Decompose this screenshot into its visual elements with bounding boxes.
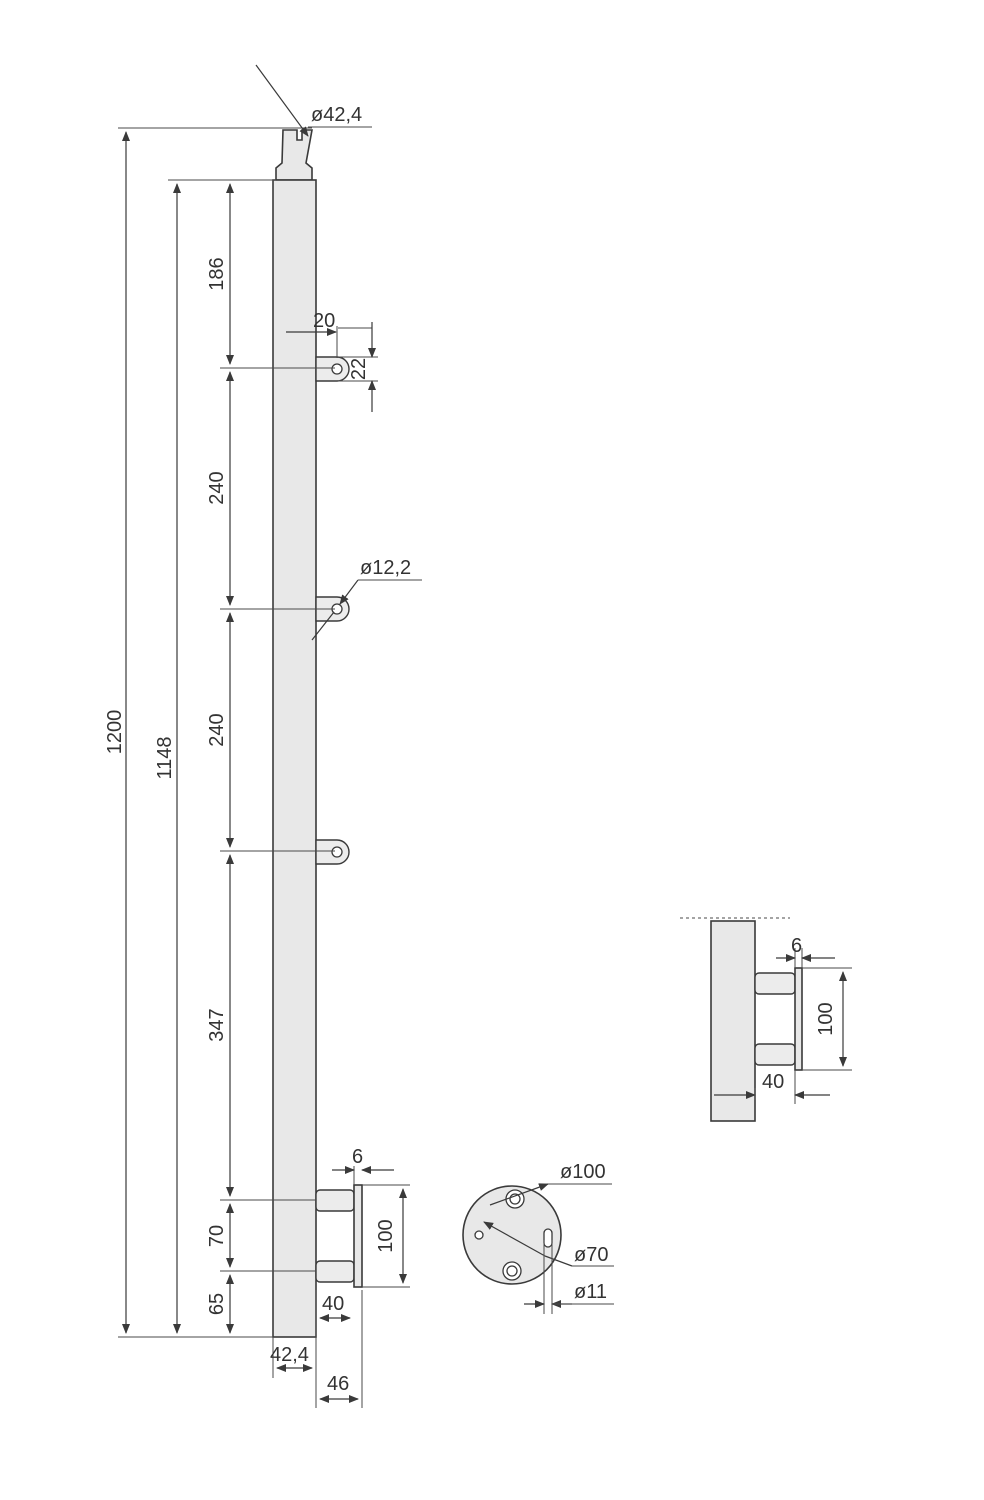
post-top-cap — [275, 129, 313, 181]
detail-dim-standoff-length: 40 — [762, 1071, 784, 1093]
detail-dim-plate-thickness: 6 — [791, 935, 802, 957]
vertical-dimensions: 1200 1148 186 240 240 347 70 65 — [104, 127, 335, 1338]
dim-seg-top: 186 — [206, 257, 228, 290]
standoff-lower — [315, 1260, 355, 1283]
dim-seg-4: 347 — [206, 1008, 228, 1041]
dim-seg-3: 240 — [206, 713, 228, 746]
dim-lug-height: 22 — [348, 358, 370, 380]
dim-post-height: 1148 — [154, 736, 176, 779]
dim-seg-bottom: 65 — [206, 1293, 228, 1315]
detail-mounting-plate — [794, 967, 803, 1071]
base-plate-disc — [462, 1185, 562, 1285]
detail-post-section — [710, 920, 756, 1122]
dim-plate-thickness: 6 — [352, 1146, 363, 1168]
bottom-dimensions: 42,4 46 40 6 100 — [270, 1146, 410, 1408]
detail-standoff-upper — [754, 972, 796, 995]
rail-holder-1 — [315, 356, 350, 382]
post-body — [272, 179, 317, 1338]
hole-diameter-callout: ø12,2 — [311, 557, 422, 641]
dim-standoff-length: 40 — [322, 1293, 344, 1315]
post-elevation — [272, 129, 363, 1338]
dim-hole-diameter: ø12,2 — [360, 557, 411, 579]
detail-standoff-lower — [754, 1043, 796, 1066]
dim-plate-height: 100 — [375, 1219, 397, 1252]
standoff-upper — [315, 1189, 355, 1212]
rail-holder-3 — [315, 839, 350, 865]
dim-lug-offset: 20 — [313, 310, 335, 332]
dim-top-diameter: ø42,4 — [311, 104, 362, 126]
dim-plate-diameter: ø100 — [560, 1161, 606, 1183]
side-mount-detail: 6 100 40 — [680, 917, 852, 1122]
bolt-hole-right — [543, 1228, 553, 1248]
bolt-hole-left — [474, 1230, 484, 1240]
dim-base-offset: 46 — [327, 1373, 349, 1395]
lug-dimensions: 20 22 — [286, 310, 378, 412]
dim-post-width: 42,4 — [270, 1344, 309, 1366]
dim-total-height: 1200 — [104, 710, 126, 755]
top-diameter-callout: ø42,4 — [255, 64, 372, 137]
dim-hole-circle: ø70 — [574, 1244, 608, 1266]
mounting-plate — [353, 1184, 363, 1288]
dim-seg-2: 240 — [206, 471, 228, 504]
detail-dim-plate-height: 100 — [815, 1002, 837, 1035]
dim-bolt-hole: ø11 — [574, 1281, 607, 1303]
dim-seg-5: 70 — [206, 1225, 228, 1247]
base-plate-view: ø100 ø70 ø11 — [462, 1161, 614, 1314]
